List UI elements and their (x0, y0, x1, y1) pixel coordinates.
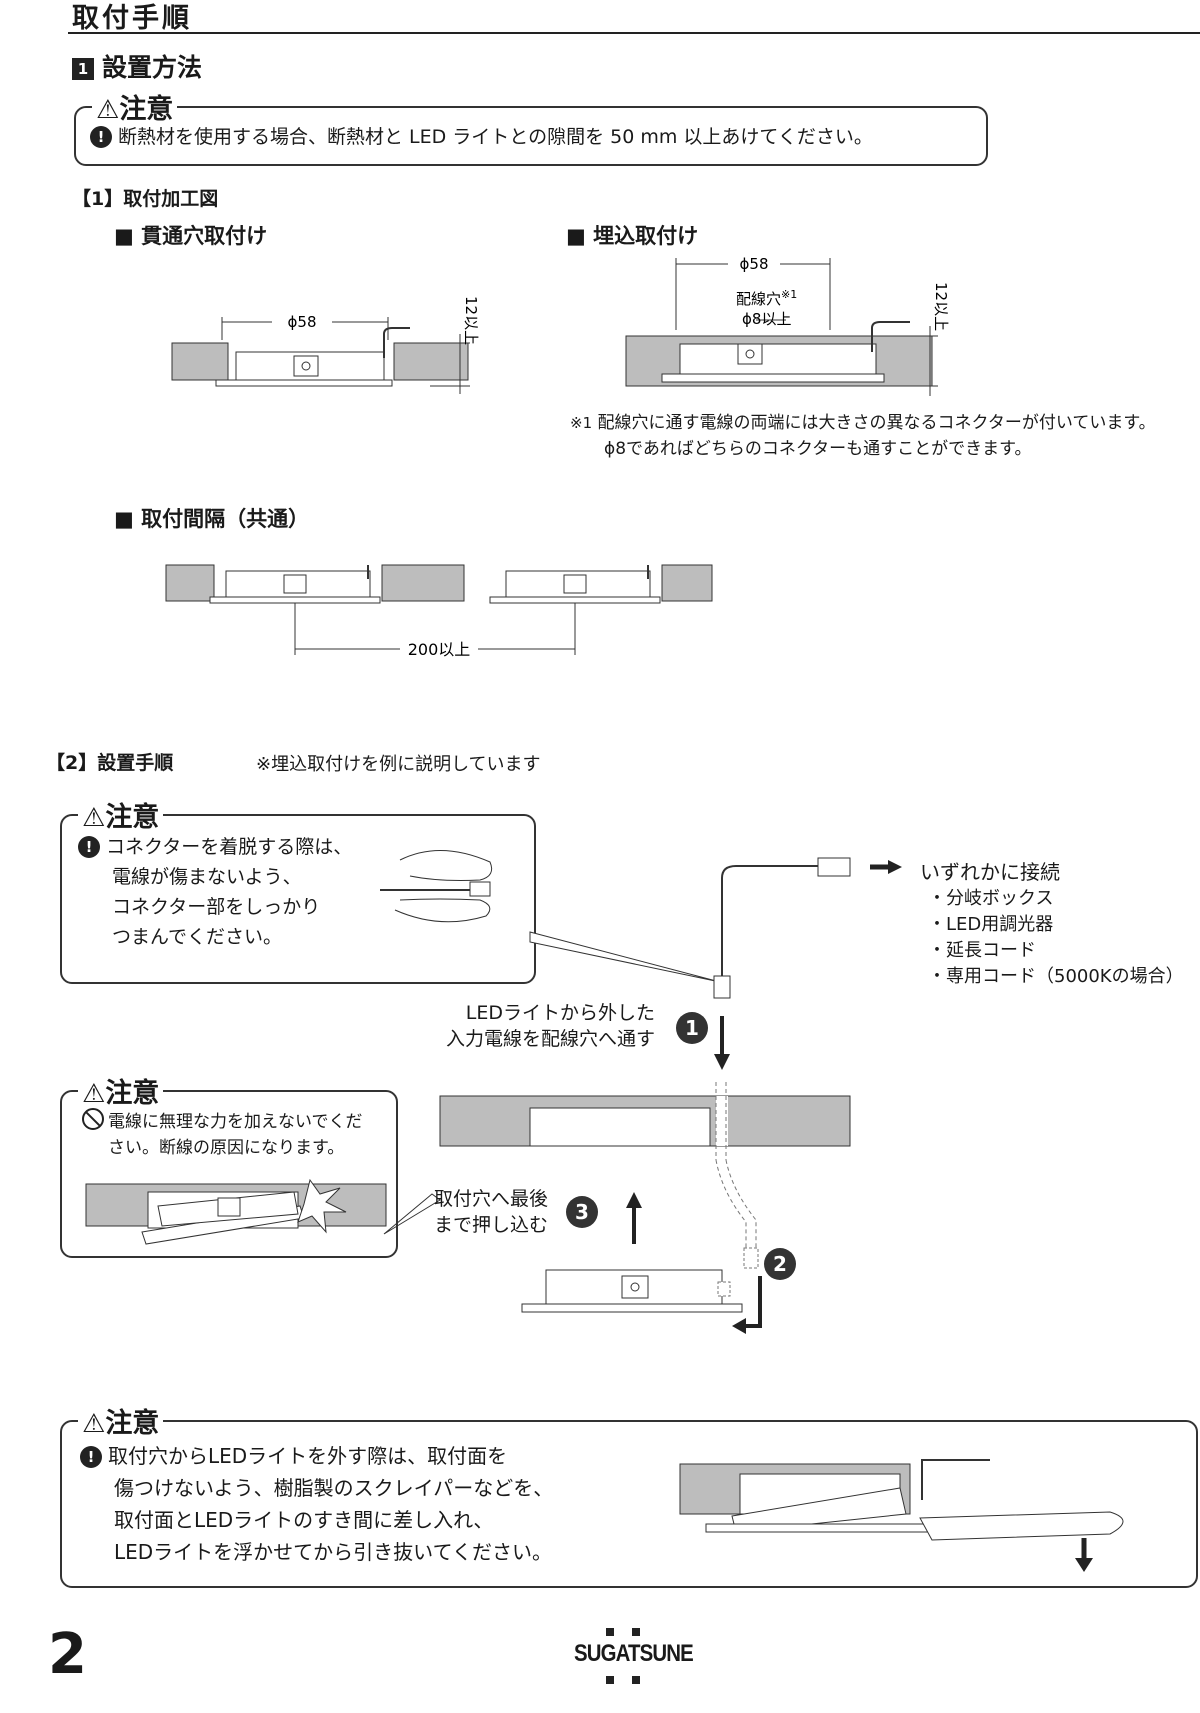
step3-badge: 3 (566, 1196, 598, 1228)
wiring-hole-label: 配線穴※1 (736, 288, 797, 308)
connect-item-dedicated: ・専用コード（5000Kの場合） (928, 966, 1184, 987)
prohibited-icon (82, 1108, 104, 1130)
spacing-diagram: 200以上 (165, 564, 713, 659)
led-light-unit (521, 1269, 743, 1313)
caution-header: ⚠注意 (92, 87, 178, 126)
step1-badge: 1 (676, 1012, 708, 1044)
embedded-height-label: 12以上 (932, 282, 950, 331)
procedure-note: ※埋込取付けを例に説明しています (256, 754, 541, 775)
arrow-right-icon (870, 860, 902, 874)
connect-item-dimmer: ・LED用調光器 (928, 914, 1054, 935)
section-heading: 1 設置方法 (72, 48, 202, 84)
warning-triangle-icon: ⚠ (82, 1079, 106, 1109)
wiring-hole-dia: ϕ8以上 (742, 310, 791, 328)
embedded-dia-label: ϕ58 (740, 255, 769, 273)
caution-wire-text: 電線に無理な力を加えないでくだ さい。断線の原因になります。 (82, 1108, 363, 1161)
through-dia-label: ϕ58 (288, 313, 317, 331)
caution-header: ⚠注意 (78, 1401, 164, 1440)
ceiling-section (439, 1082, 851, 1269)
title-divider (68, 32, 1200, 34)
caution-removal-text: !取付穴からLEDライトを外す際は、取付面を 傷つけないよう、樹脂製のスクレイパ… (80, 1440, 553, 1568)
caution-header: ⚠注意 (78, 1071, 164, 1110)
exclamation-icon: ! (90, 126, 112, 148)
step1-text: LEDライトから外した 入力電線を配線穴へ通す (446, 1002, 656, 1050)
embedded-title: ■ 埋込取付け (566, 224, 699, 248)
step3-text: 取付穴へ最後 まで押し込む (434, 1188, 549, 1236)
footnote-mark: ※1 (570, 414, 593, 432)
section-title: 設置方法 (102, 53, 203, 82)
footnote: ※1 配線穴に通す電線の両端には大きさの異なるコネクターが付いています。 (570, 413, 1156, 433)
through-hole-title: ■ 貫通穴取付け (114, 224, 268, 248)
warning-triangle-icon: ⚠ (82, 1409, 106, 1439)
page-number: 2 (48, 1622, 87, 1687)
caution-label: 注意 (119, 94, 174, 125)
embedded-diagram: ϕ58 配線穴※1 ϕ8以上 12以上 (625, 255, 950, 396)
connect-item-extension: ・延長コード (928, 940, 1036, 961)
caution-header: ⚠注意 (78, 795, 164, 834)
warning-triangle-icon: ⚠ (82, 803, 106, 833)
input-wire (713, 857, 851, 999)
through-height-label: 12以上 (462, 296, 480, 345)
through-hole-diagram: ϕ58 12以上 (171, 296, 480, 394)
caution-text: !断熱材を使用する場合、断熱材と LED ライトとの隙間を 50 mm 以上あけ… (90, 122, 873, 152)
step2-arrow (732, 1276, 762, 1334)
procedure-heading: 【2】設置手順 (46, 752, 174, 774)
exclamation-icon: ! (80, 1446, 102, 1468)
removal-illustration (679, 1459, 1124, 1572)
brand-logo: SUGATSUNE (574, 1628, 694, 1688)
warning-triangle-icon: ⚠ (96, 95, 120, 125)
step2-badge: 2 (764, 1248, 796, 1280)
step3-arrow (626, 1192, 642, 1244)
page-title: 取付手順 (72, 3, 192, 34)
processing-heading: 【1】取付加工図 (72, 188, 219, 210)
section-number-badge: 1 (72, 58, 94, 80)
caution-box-connector (60, 814, 536, 984)
install-procedure-diagram (85, 850, 902, 1334)
connect-item-branch-box: ・分岐ボックス (928, 888, 1054, 909)
caution-box-insulation (74, 106, 988, 166)
step1-arrow (714, 1016, 730, 1070)
caution-connector-text: !コネクターを着脱する際は、 電線が傷まないよう、 コネクター部をしっかり つま… (78, 832, 352, 952)
fingers-connector-illustration (380, 850, 493, 923)
spacing-dim-label: 200以上 (408, 640, 471, 659)
spacing-title: ■ 取付間隔（共通） (114, 507, 310, 531)
caution-box-removal (60, 1420, 1198, 1588)
footnote-line2: ϕ8であればどちらのコネクターも通すことができます。 (604, 439, 1032, 459)
exclamation-icon: ! (78, 836, 100, 858)
caution2-illustration (85, 1178, 441, 1245)
connect-title: いずれかに接続 (920, 860, 1060, 884)
caution-box-wire (60, 1090, 398, 1258)
